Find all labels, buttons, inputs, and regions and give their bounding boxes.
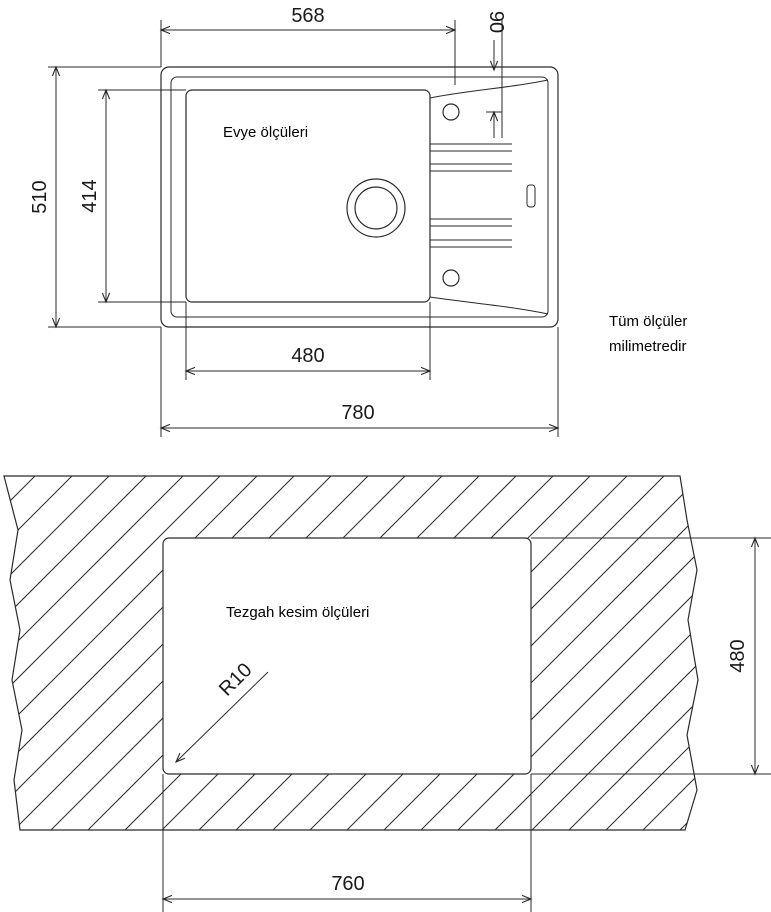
tap-hole (442, 103, 460, 121)
overflow-hole (442, 269, 460, 287)
countertop-cutout-view: Tezgah kesim ölçüleri R10 480 760 (3, 475, 771, 912)
countertop-outline (3, 475, 699, 831)
cutout-view-label: Tezgah kesim ölçüleri (226, 604, 369, 621)
dim-width-total: 780 (341, 402, 374, 424)
radius-leader (174, 671, 269, 764)
sink-outline (160, 66, 559, 328)
units-note-line1: Tüm ölçüler (609, 313, 687, 330)
dim-cutout-height: 480 (727, 639, 749, 672)
dim-bowl-height: 414 (79, 179, 101, 212)
bowl-drain-inner (354, 186, 398, 230)
dim-cutout-width: 760 (331, 873, 364, 895)
dim-height-total: 510 (29, 180, 51, 213)
sink-inner-rim (170, 76, 549, 318)
units-note-line2: milimetredir (609, 338, 687, 355)
overflow-slot (526, 184, 536, 208)
sink-view-label: Evye ölçüleri (223, 124, 308, 141)
dim-bowl-width: 480 (291, 345, 324, 367)
drainboard-bottom-edge (429, 296, 549, 315)
drain-ribs (430, 143, 512, 248)
extension-lines (48, 20, 559, 437)
bowl-outline (185, 89, 431, 303)
sink-top-view: Evye ölçüleri 568 90 510 414 (29, 5, 560, 437)
cutout-opening (162, 537, 532, 775)
dim-offset: 90 (485, 11, 507, 33)
drainboard-top-edge (429, 79, 549, 99)
dim-top-span: 568 (291, 5, 324, 27)
bowl-drain-outer (346, 178, 406, 238)
